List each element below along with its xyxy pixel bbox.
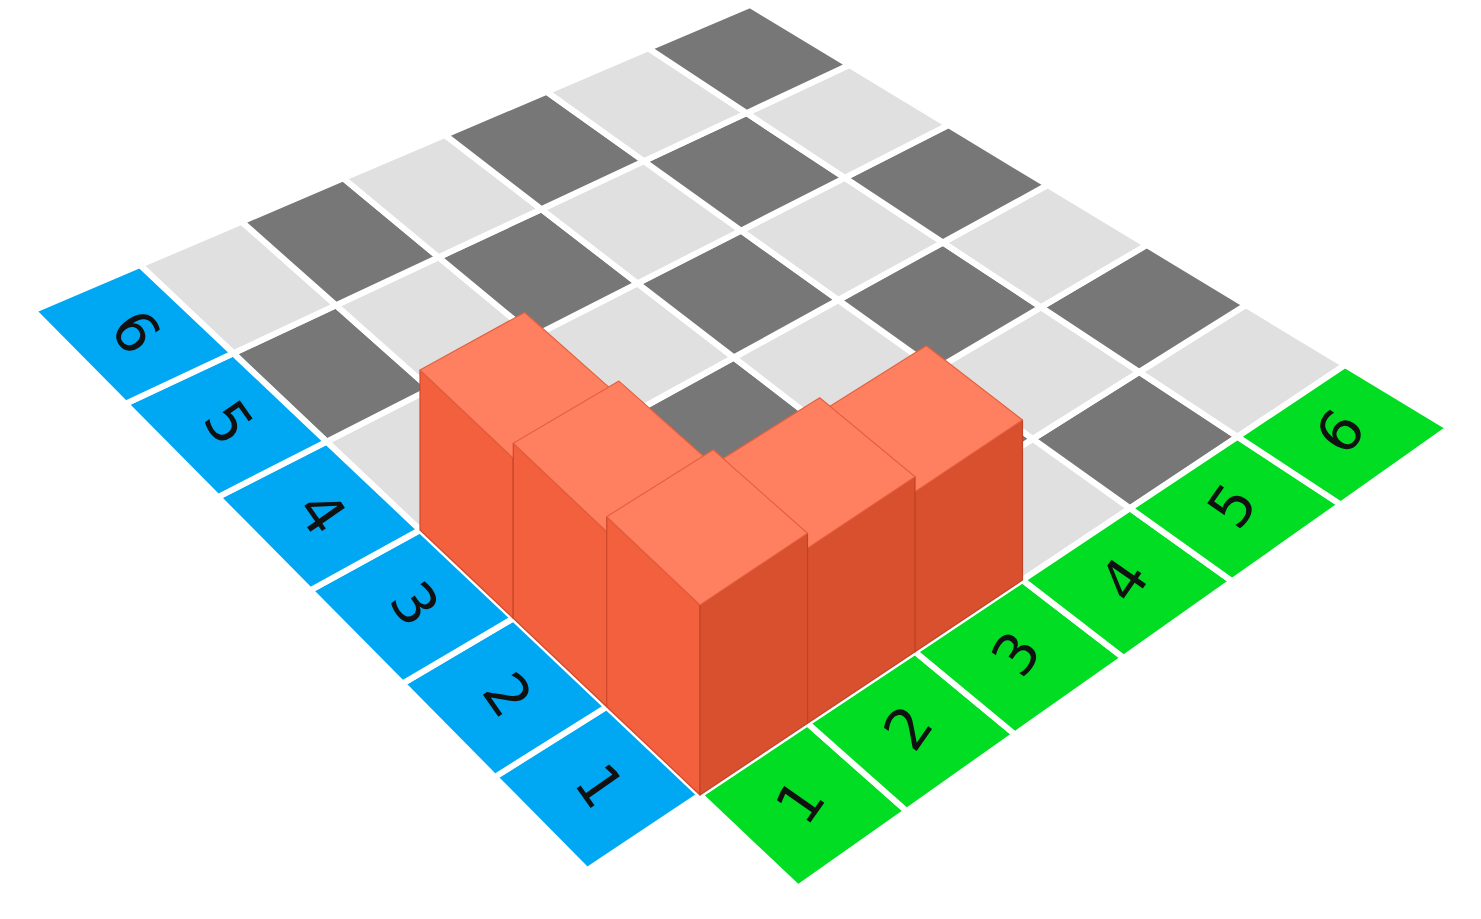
grid-cell [648, 5, 849, 113]
cube-top [607, 450, 808, 605]
green-axis-cell [1238, 365, 1450, 505]
blue-axis-cell [33, 265, 233, 404]
